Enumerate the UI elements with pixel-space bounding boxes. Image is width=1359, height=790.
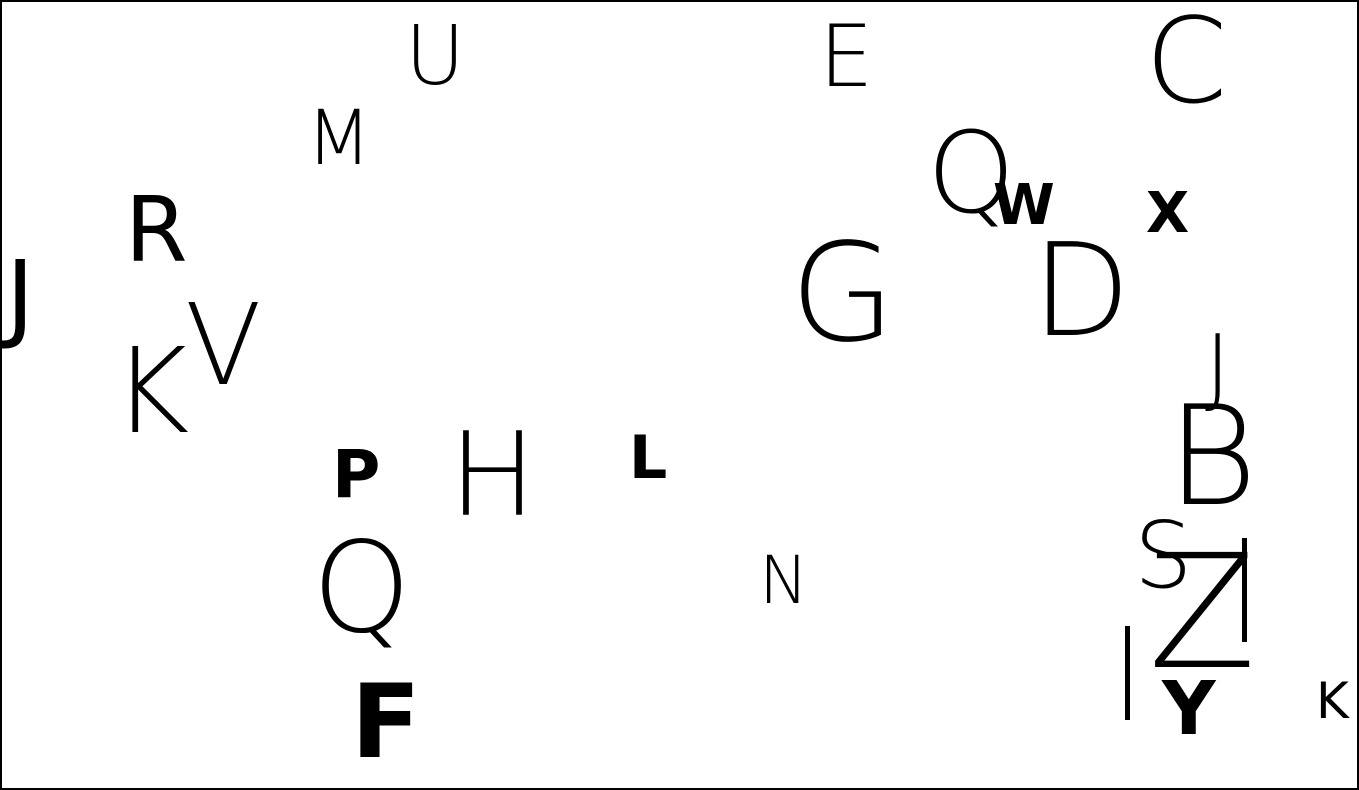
letter-r: R [125, 178, 188, 283]
letter-q-top: Q [927, 109, 1016, 239]
vertical-bar-bottom [1125, 626, 1130, 720]
letter-j-right: J [1205, 317, 1231, 417]
letter-s: S [1134, 502, 1193, 609]
letter-g: G [790, 215, 896, 373]
letter-x: X [1146, 181, 1190, 246]
letter-e: E [819, 7, 874, 107]
vertical-bar-top [1242, 538, 1247, 642]
letter-q-bottom: Q [312, 514, 412, 661]
letter-y: Y [1162, 666, 1216, 752]
letter-w: W [993, 173, 1055, 238]
letter-m: M [306, 93, 372, 182]
letter-c: C [1145, 0, 1228, 130]
letter-j-left: J [6, 240, 35, 352]
letter-d: D [1032, 217, 1131, 366]
letter-l: L [629, 423, 668, 493]
letter-b: B [1167, 376, 1258, 537]
letter-z: Z [1148, 521, 1257, 705]
letter-f: F [351, 663, 421, 782]
letter-u: U [405, 9, 466, 104]
letter-k-big: K [112, 322, 190, 460]
letter-n: N [759, 542, 809, 619]
letter-p: P [332, 436, 381, 513]
letter-h: H [449, 408, 537, 543]
letter-v: V [185, 281, 262, 411]
letter-k-small: K [1316, 672, 1349, 730]
